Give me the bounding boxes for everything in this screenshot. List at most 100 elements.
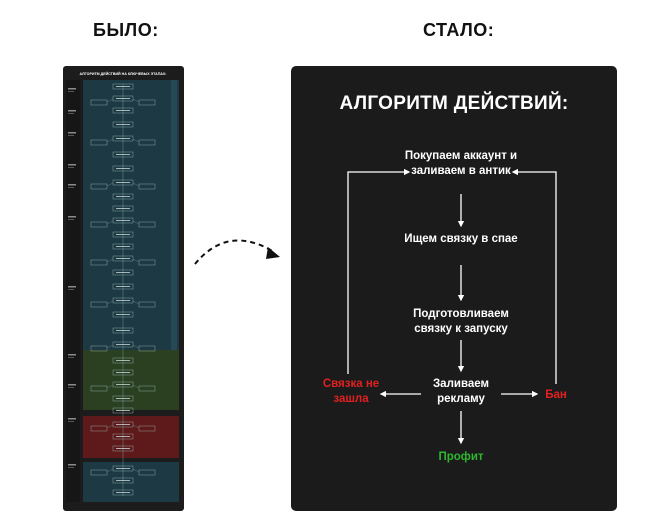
mini-edge [106,300,114,305]
mini-branch-node [90,99,108,106]
stage-label-mark [68,91,74,92]
mini-node [112,421,134,428]
stage-label-mark [68,387,74,388]
step-find-bundle: Ищем связку в спае [404,233,518,245]
mini-edge [132,220,140,225]
mini-node-text [116,330,130,331]
mini-node [112,433,134,440]
arrow-ban-loop [511,168,557,384]
mini-branch-node [90,221,108,228]
zone-teal [83,80,179,350]
mini-node [112,151,134,158]
mini-node [112,193,134,200]
stage-label-mark [68,421,74,422]
mini-branch-node [90,385,108,392]
mini-node [112,369,134,376]
mini-branch-node [138,99,156,106]
mini-edge [132,300,140,305]
mini-node-text [116,98,130,99]
mini-node-text [116,208,130,209]
step-launch-ads: Заливаем рекламу [432,378,490,405]
mini-branch-node [90,139,108,146]
mini-node [112,283,134,290]
mini-edge [106,138,114,143]
mini-node [112,357,134,364]
mini-node-text [116,360,130,361]
mini-node [112,477,134,484]
mini-node-text [116,110,130,111]
mini-node-text [116,314,130,315]
before-heading: БЫЛО: [93,20,159,40]
mini-node [112,465,134,472]
mini-node-text [116,246,130,247]
transition-arrow-icon [194,239,280,265]
mini-node-text [116,138,130,139]
stage-label-mark [68,219,74,220]
mini-node [112,297,134,304]
mini-node [112,205,134,212]
step-prepare-bundle: Подготовливаем связку к запуску [413,308,509,335]
mini-branch-node [138,469,156,476]
mini-edge [132,258,140,263]
mini-branch-node [90,345,108,352]
mini-branch-node [138,183,156,190]
mini-node-text [116,154,130,155]
stage-label-mark [68,113,74,114]
stage-label-mark [68,467,74,468]
stage-label-mark [68,187,74,188]
mini-edge [132,138,140,143]
stage-label-mark [68,110,76,112]
mini-node [112,83,134,90]
stage-label-mark [68,184,76,186]
mini-node-text [116,220,130,221]
mini-node [112,165,134,172]
mini-branch-node [90,425,108,432]
mini-node [112,445,134,452]
stage-labels [68,88,76,468]
mini-node [112,107,134,114]
mini-node [112,95,134,102]
mini-branch-node [90,301,108,308]
after-panel-title: АЛГОРИТМ ДЕЙСТВИЙ: [339,93,569,114]
mini-edge [132,182,140,187]
mini-node-text [116,86,130,87]
stage-label-mark [68,135,74,136]
mini-node [112,121,134,128]
stage-label-mark [68,357,74,358]
outcome-ban: Бан [545,389,567,401]
mini-node-text [116,424,130,425]
side-strip [171,80,177,350]
mini-branch-node [138,221,156,228]
mini-branch-node [138,425,156,432]
step-buy-account: Покупаем аккаунт и заливаем в антик [404,150,518,177]
mini-node [112,489,134,496]
stage-label-mark [68,464,76,466]
mini-node-text [116,398,130,399]
mini-edge [106,182,114,187]
mini-node [112,179,134,186]
stage-label-mark [68,354,76,356]
mini-node-text [116,168,130,169]
mini-branch-node [138,301,156,308]
mini-node-text [116,372,130,373]
after-flowchart-panel: АЛГОРИТМ ДЕЙСТВИЙ: Покупаем аккаунт и за… [291,66,617,511]
mini-node [112,269,134,276]
mini-node [112,231,134,238]
outcome-profit: Профит [438,451,484,463]
stage-label-mark [68,384,76,386]
mini-branch-node [138,259,156,266]
mini-edge [106,344,114,349]
mini-node [112,381,134,388]
mini-node-text [116,300,130,301]
mini-node-text [116,468,130,469]
mini-edge [132,344,140,349]
mini-node [112,395,134,402]
mini-node-text [116,124,130,125]
mini-edge [106,258,114,263]
stage-column [66,80,80,502]
after-heading: СТАЛО: [423,20,495,40]
stage-label-mark [68,164,76,166]
mini-branch-node [138,385,156,392]
mini-node-text [116,448,130,449]
before-flowchart-graphic: АЛГОРИТМ ДЕЙСТВИЙ НА КЛЮЧЕВЫХ ЭТАПАХ: [66,72,179,502]
